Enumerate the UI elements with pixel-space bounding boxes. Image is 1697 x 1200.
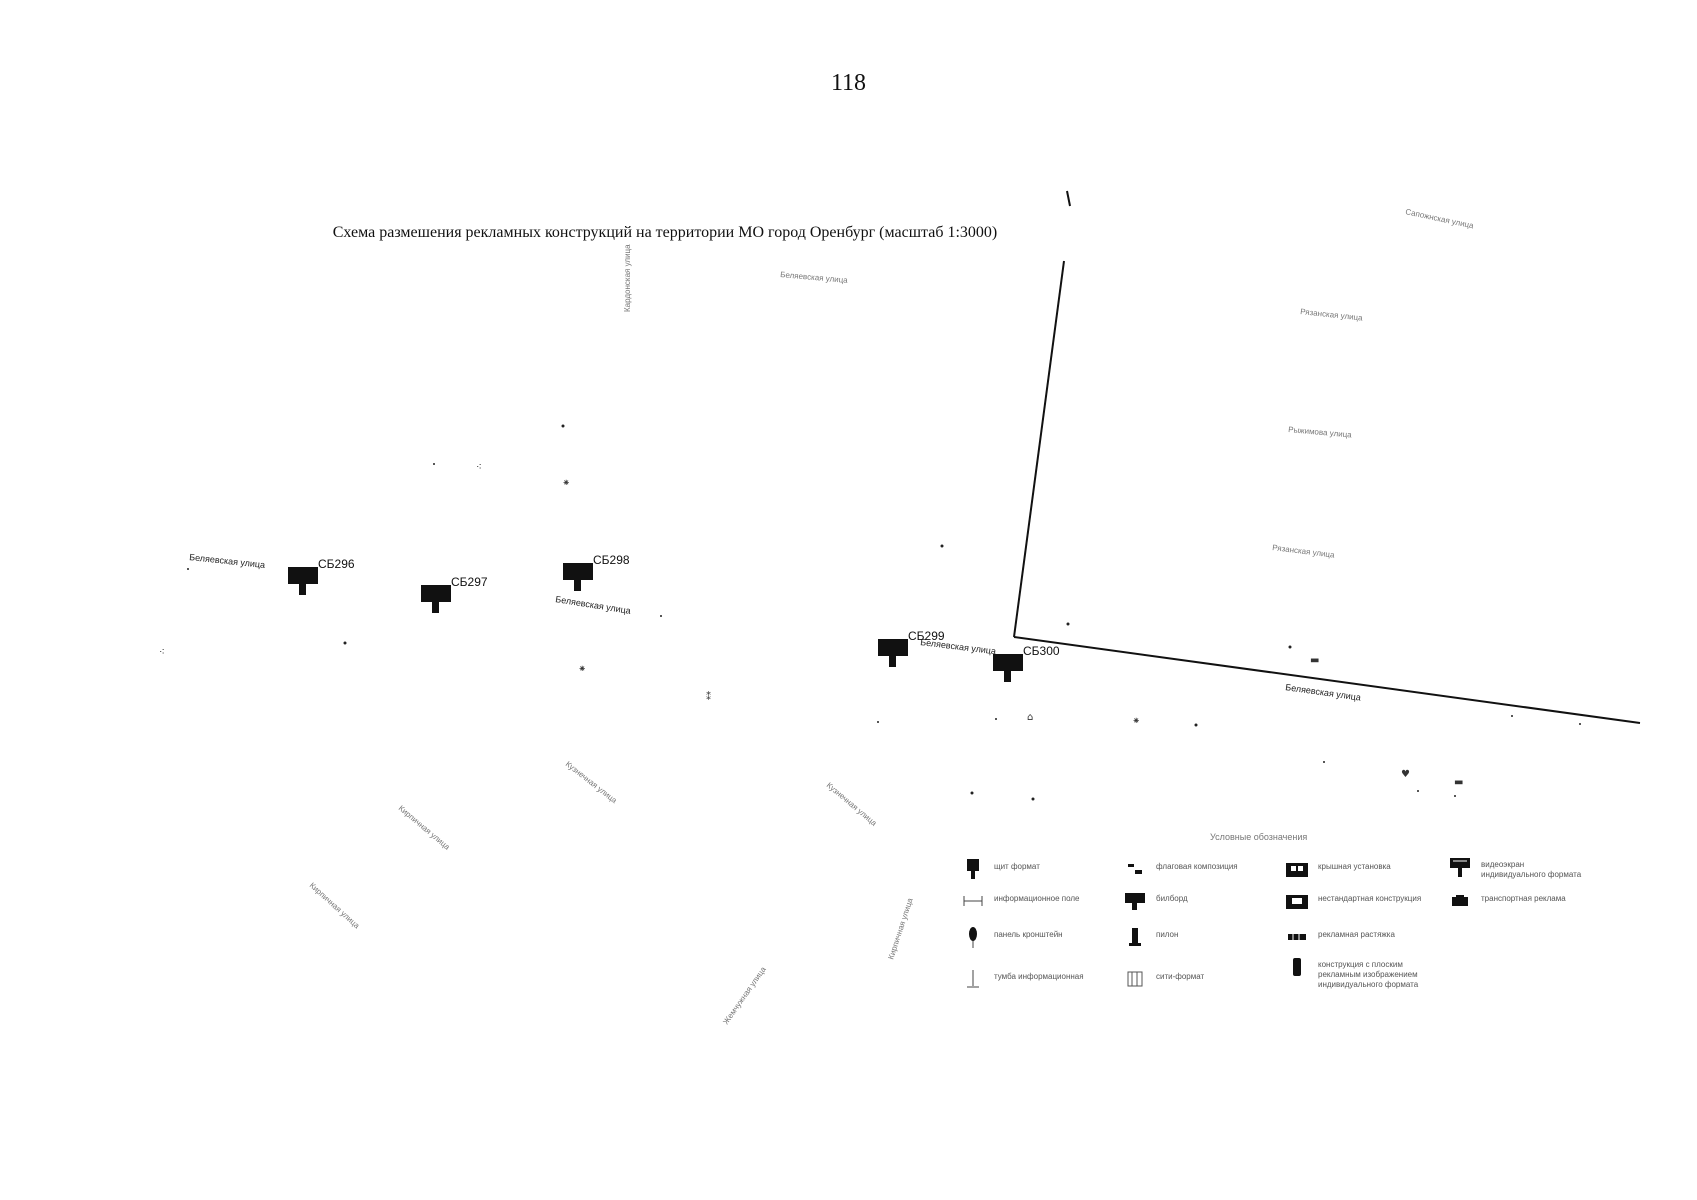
billboard-icon <box>878 639 908 656</box>
legend-item: транспортная реклама <box>1447 890 1612 912</box>
street-label: Жемчужная улица <box>721 965 768 1027</box>
map-dots <box>187 424 1581 801</box>
boundary-line <box>1013 260 1065 638</box>
map-glyph: ⁕ <box>562 478 570 489</box>
flag-composition-icon <box>1122 858 1148 880</box>
legend-item: тумба информационная <box>960 968 1125 990</box>
house-icon: ⌂ <box>1027 712 1033 723</box>
billboard-code: СБ296 <box>318 557 355 571</box>
transport-advert-icon <box>1447 890 1473 912</box>
non-standard-icon <box>1284 890 1310 912</box>
legend-item: билборд <box>1122 890 1287 912</box>
legend-item: нестандартная конструкция <box>1284 890 1449 912</box>
street-label: Рыжимова улица <box>1288 425 1353 440</box>
advert-stretch-icon <box>1284 926 1310 948</box>
billboard-icon <box>563 563 593 580</box>
billboard-marker[interactable]: СБ298 <box>563 553 630 591</box>
billboard-small-icon <box>960 858 986 880</box>
roof-installation-icon <box>1284 858 1310 880</box>
map-glyph: ⁕ <box>578 664 586 675</box>
pillar-icon <box>960 968 986 990</box>
billboard-icon <box>288 567 318 584</box>
legend-title: Условные обозначения <box>1210 832 1308 842</box>
billboard-icon <box>421 585 451 602</box>
pylon-icon <box>1122 926 1148 948</box>
street-label: Беляевская улица <box>780 270 849 285</box>
boundary-line <box>1066 190 1071 207</box>
city-format-icon <box>1122 968 1148 990</box>
legend-item: видеоэкран индивидуального формата <box>1447 856 1612 880</box>
map-glyph: ⁖ <box>476 462 482 473</box>
map-glyph: ▬ <box>1310 655 1319 666</box>
billboard-marker[interactable]: СБ297 <box>421 575 488 613</box>
map-glyph: ⁖ <box>159 647 165 658</box>
billboard-code: СБ299 <box>908 629 945 643</box>
street-label: Беляевская улица <box>1285 682 1362 703</box>
legend-item: конструкция с плоским рекламным изображе… <box>1284 956 1449 990</box>
street-label: Кирпичная улица <box>397 804 452 852</box>
map-glyph: ⁑ <box>706 690 711 703</box>
legend-item: щит формат <box>960 858 1125 880</box>
street-label: Рязанская улица <box>1300 307 1364 323</box>
map-glyph: ▬ <box>1454 777 1463 788</box>
individual-format-icon <box>1284 956 1310 978</box>
billboard-icon <box>1122 890 1148 912</box>
street-label: Кузнечная улица <box>564 759 619 805</box>
legend-item: крышная установка <box>1284 858 1449 880</box>
street-label: Беляевская улица <box>189 552 266 570</box>
bracket-panel-icon <box>960 926 986 948</box>
billboard-marker[interactable]: СБ296 <box>288 557 355 595</box>
video-screen-icon <box>1447 856 1473 878</box>
street-label: Беляевская улица <box>555 594 632 616</box>
legend-item: сити-формат <box>1122 968 1287 990</box>
page-number: 118 <box>830 70 867 96</box>
billboard-icon <box>993 654 1023 671</box>
billboard-marker[interactable]: СБ299 <box>878 629 945 667</box>
street-label: Кузнечная улица <box>825 781 879 828</box>
map-title: Схема размешения рекламных конструкций н… <box>332 224 998 241</box>
street-label: Кирпичная улица <box>886 896 914 960</box>
street-label: Сапожнская улица <box>1405 207 1475 230</box>
legend-item: информационное поле <box>960 890 1125 912</box>
billboard-code: СБ300 <box>1023 644 1060 658</box>
map-glyph: ♥ <box>1401 769 1410 780</box>
legend-item: рекламная растяжка <box>1284 926 1449 948</box>
legend: Условные обозначения щит формат флаговая… <box>960 832 1630 1007</box>
info-field-icon <box>960 890 986 912</box>
boundary-line <box>1013 636 1641 724</box>
map-glyph: ⁕ <box>1132 716 1140 727</box>
map-glyphs: ⁕ ⁕ ⁑ ⌂ ⁕ ▬ ▬ ♥ ⁖ ⁖ <box>159 462 1463 788</box>
legend-item: пилон <box>1122 926 1287 948</box>
street-label: Кирпичная улица <box>308 881 362 931</box>
billboard-code: СБ297 <box>451 575 488 589</box>
legend-item: панель кронштейн <box>960 926 1125 948</box>
street-label: Рязанская улица <box>1272 543 1336 560</box>
billboard-code: СБ298 <box>593 553 630 567</box>
street-label: Кардонская улица <box>623 244 632 312</box>
billboard-marker[interactable]: СБ300 <box>993 644 1060 682</box>
legend-item: флаговая композиция <box>1122 858 1287 880</box>
